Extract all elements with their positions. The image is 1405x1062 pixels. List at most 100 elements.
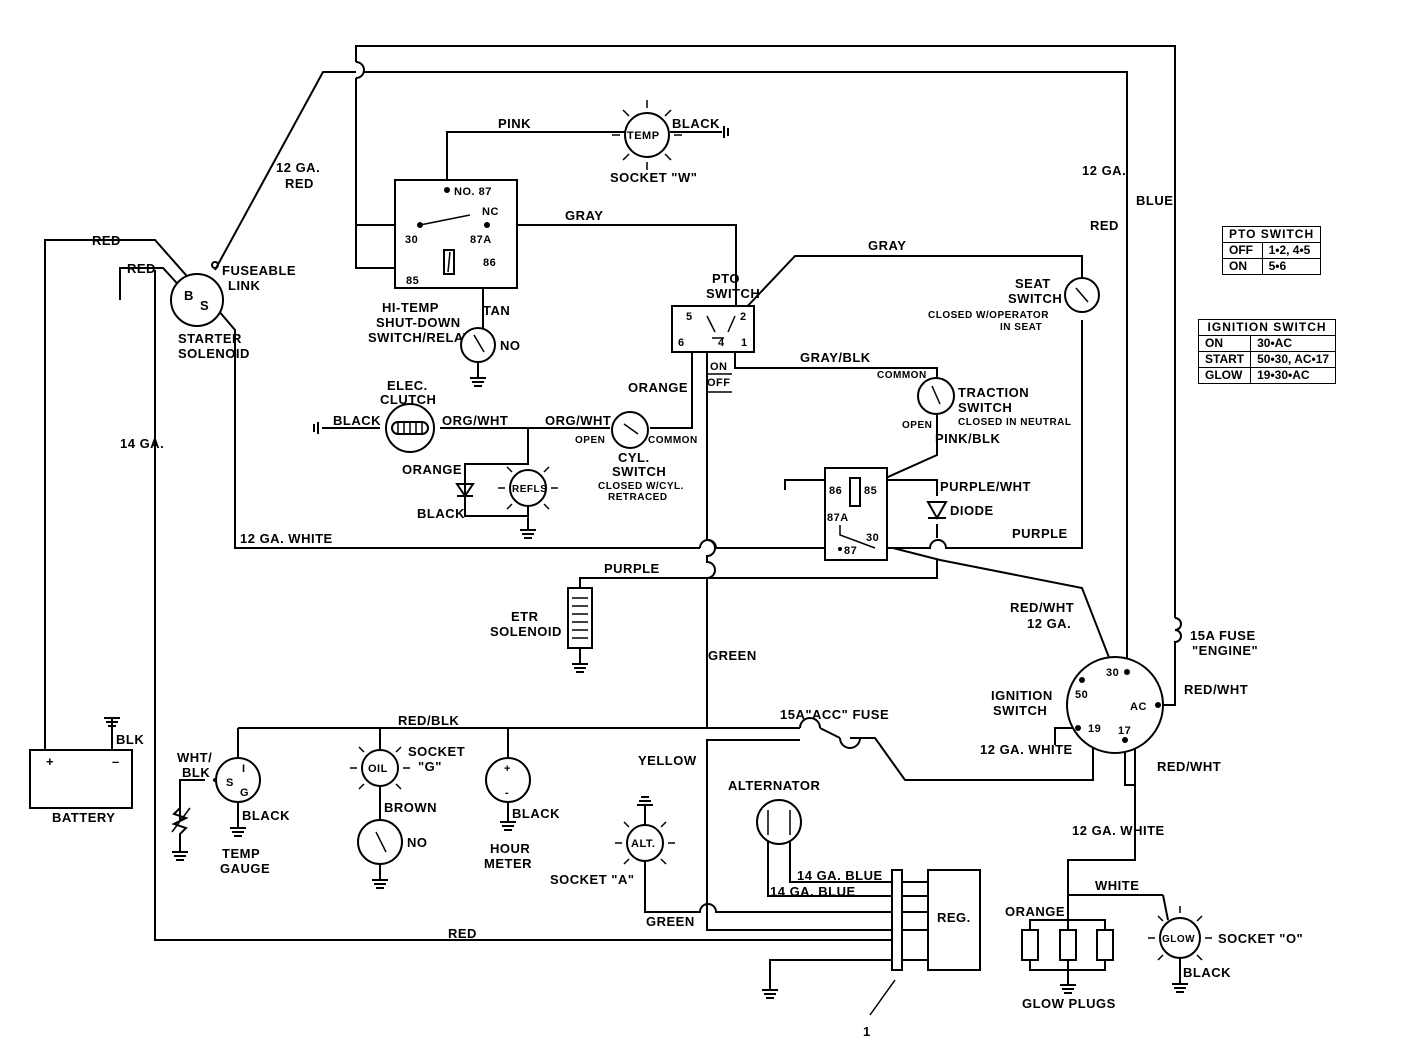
svg-text:S: S bbox=[226, 777, 234, 789]
svg-text:PINK/BLK: PINK/BLK bbox=[935, 431, 1001, 446]
cyl-switch: OPEN COMMON CYL. SWITCH CLOSED W/CYL. RE… bbox=[575, 411, 698, 503]
ignition-row-value: 50•30, AC•17 bbox=[1250, 351, 1337, 368]
svg-text:ON: ON bbox=[710, 361, 728, 373]
svg-text:GREEN: GREEN bbox=[646, 914, 695, 929]
svg-text:ALTERNATOR: ALTERNATOR bbox=[728, 778, 820, 793]
svg-text:+: + bbox=[46, 754, 54, 769]
svg-text:SHUT-DOWN: SHUT-DOWN bbox=[376, 315, 461, 330]
svg-text:"ENGINE": "ENGINE" bbox=[1192, 643, 1258, 658]
glow-light: GLOW SOCKET "O" bbox=[1148, 894, 1303, 993]
etr-solenoid: ETR SOLENOID bbox=[490, 587, 593, 673]
elec-clutch: ELEC. CLUTCH bbox=[380, 378, 436, 453]
svg-text:SOLENOID: SOLENOID bbox=[178, 346, 250, 361]
svg-text:SWITCH: SWITCH bbox=[958, 400, 1012, 415]
svg-text:SOCKET "O": SOCKET "O" bbox=[1218, 931, 1303, 946]
svg-text:REG.: REG. bbox=[937, 910, 971, 925]
ignition-row-label: ON bbox=[1197, 335, 1252, 352]
svg-text:GLOW: GLOW bbox=[1162, 934, 1195, 945]
svg-text:GRAY/BLK: GRAY/BLK bbox=[800, 350, 871, 365]
hitemp-relay: NO. 87 NC 30 87A 85 86 HI-TEMP SHUT-DOWN… bbox=[368, 179, 518, 345]
fuse-acc: 15A"ACC" FUSE bbox=[780, 707, 889, 722]
svg-text:STARTER: STARTER bbox=[178, 331, 242, 346]
svg-text:RED: RED bbox=[127, 261, 156, 276]
svg-text:85: 85 bbox=[864, 485, 877, 497]
ignition-row-label: START bbox=[1197, 351, 1252, 368]
svg-text:15A"ACC" FUSE: 15A"ACC" FUSE bbox=[780, 707, 889, 722]
svg-text:GLOW PLUGS: GLOW PLUGS bbox=[1022, 996, 1116, 1011]
svg-text:SWITCH: SWITCH bbox=[612, 464, 666, 479]
svg-text:NO: NO bbox=[407, 835, 428, 850]
wiring bbox=[44, 45, 1182, 990]
svg-text:1: 1 bbox=[741, 337, 748, 349]
svg-text:GRAY: GRAY bbox=[565, 208, 603, 223]
ignition-table-title: IGNITION SWITCH bbox=[1197, 319, 1337, 336]
wire-labels: BLUE 12 GA. RED 12 GA. RED RED RED PINK … bbox=[92, 116, 1248, 980]
svg-text:S: S bbox=[200, 298, 209, 313]
temp-gauge: S I G TEMP GAUGE bbox=[171, 757, 270, 876]
refls-light: REFLS bbox=[455, 458, 558, 539]
svg-text:30: 30 bbox=[405, 234, 418, 246]
pto-switch: PTO SWITCH 5 2 6 4 1 ON OFF bbox=[671, 271, 760, 393]
svg-text:HOUR: HOUR bbox=[490, 841, 530, 856]
svg-text:ORG/WHT: ORG/WHT bbox=[545, 413, 611, 428]
svg-text:BROWN: BROWN bbox=[384, 800, 437, 815]
svg-text:METER: METER bbox=[484, 856, 532, 871]
svg-text:I: I bbox=[242, 763, 246, 775]
svg-text:14 GA.: 14 GA. bbox=[120, 436, 164, 451]
hour-meter: + - HOUR METER bbox=[484, 757, 532, 871]
svg-text:86: 86 bbox=[483, 257, 496, 269]
ignition-row-label: GLOW bbox=[1197, 367, 1252, 384]
oil-light: OIL SOCKET "G" bbox=[350, 738, 465, 798]
svg-text:OFF: OFF bbox=[707, 377, 731, 389]
hitemp-switch: NO bbox=[460, 327, 521, 387]
svg-text:PURPLE/WHT: PURPLE/WHT bbox=[940, 479, 1031, 494]
svg-text:B: B bbox=[184, 288, 194, 303]
svg-text:REFLS: REFLS bbox=[512, 484, 547, 495]
svg-text:85: 85 bbox=[406, 275, 419, 287]
seat-switch: SEAT SWITCH CLOSED W/OPERATOR IN SEAT bbox=[928, 276, 1100, 333]
regulator: REG. 1 bbox=[762, 869, 981, 1039]
pto-table-title: PTO SWITCH bbox=[1221, 226, 1322, 243]
svg-text:86: 86 bbox=[829, 485, 842, 497]
svg-text:+: + bbox=[504, 763, 511, 775]
svg-text:HI-TEMP: HI-TEMP bbox=[382, 300, 439, 315]
svg-text:COMMON: COMMON bbox=[877, 370, 927, 381]
svg-text:IGNITION: IGNITION bbox=[991, 688, 1053, 703]
svg-text:CLOSED W/CYL.: CLOSED W/CYL. bbox=[598, 481, 684, 492]
svg-text:BLACK: BLACK bbox=[417, 506, 465, 521]
svg-text:CYL.: CYL. bbox=[618, 450, 650, 465]
svg-text:SEAT: SEAT bbox=[1015, 276, 1051, 291]
svg-text:12 GA.: 12 GA. bbox=[1082, 163, 1126, 178]
svg-text:TRACTION: TRACTION bbox=[958, 385, 1029, 400]
svg-text:WHT/: WHT/ bbox=[177, 750, 212, 765]
svg-text:OIL: OIL bbox=[368, 763, 388, 775]
glow-plugs: GLOW PLUGS bbox=[1021, 929, 1116, 1011]
svg-text:30: 30 bbox=[866, 532, 879, 544]
svg-text:ELEC.: ELEC. bbox=[387, 378, 428, 393]
svg-text:RED: RED bbox=[285, 176, 314, 191]
svg-text:RED: RED bbox=[448, 926, 477, 941]
alternator: ALTERNATOR bbox=[728, 778, 820, 845]
svg-text:SOCKET "A": SOCKET "A" bbox=[550, 872, 635, 887]
svg-text:14 GA. BLUE: 14 GA. BLUE bbox=[770, 884, 856, 899]
svg-text:FUSEABLE: FUSEABLE bbox=[222, 263, 296, 278]
svg-text:NO: NO bbox=[500, 338, 521, 353]
svg-text:GREEN: GREEN bbox=[708, 648, 757, 663]
svg-text:RED/WHT: RED/WHT bbox=[1184, 682, 1248, 697]
svg-text:30: 30 bbox=[1106, 667, 1119, 679]
svg-text:SWITCH: SWITCH bbox=[993, 703, 1047, 718]
svg-text:SWITCH: SWITCH bbox=[1008, 291, 1062, 306]
svg-text:BLK: BLK bbox=[182, 765, 210, 780]
svg-text:5: 5 bbox=[686, 311, 693, 323]
temp-light: TEMP SOCKET "W" bbox=[610, 100, 697, 185]
diode: DIODE bbox=[926, 501, 993, 521]
svg-text:1: 1 bbox=[863, 1024, 871, 1039]
fuse-engine: 15A FUSE "ENGINE" bbox=[1190, 628, 1258, 658]
svg-text:–: – bbox=[112, 754, 120, 769]
pto-row-label: OFF bbox=[1222, 242, 1263, 259]
svg-text:COMMON: COMMON bbox=[648, 435, 698, 446]
svg-text:ALT.: ALT. bbox=[631, 838, 655, 850]
svg-text:SOCKET "W": SOCKET "W" bbox=[610, 170, 697, 185]
svg-text:50: 50 bbox=[1075, 689, 1088, 701]
